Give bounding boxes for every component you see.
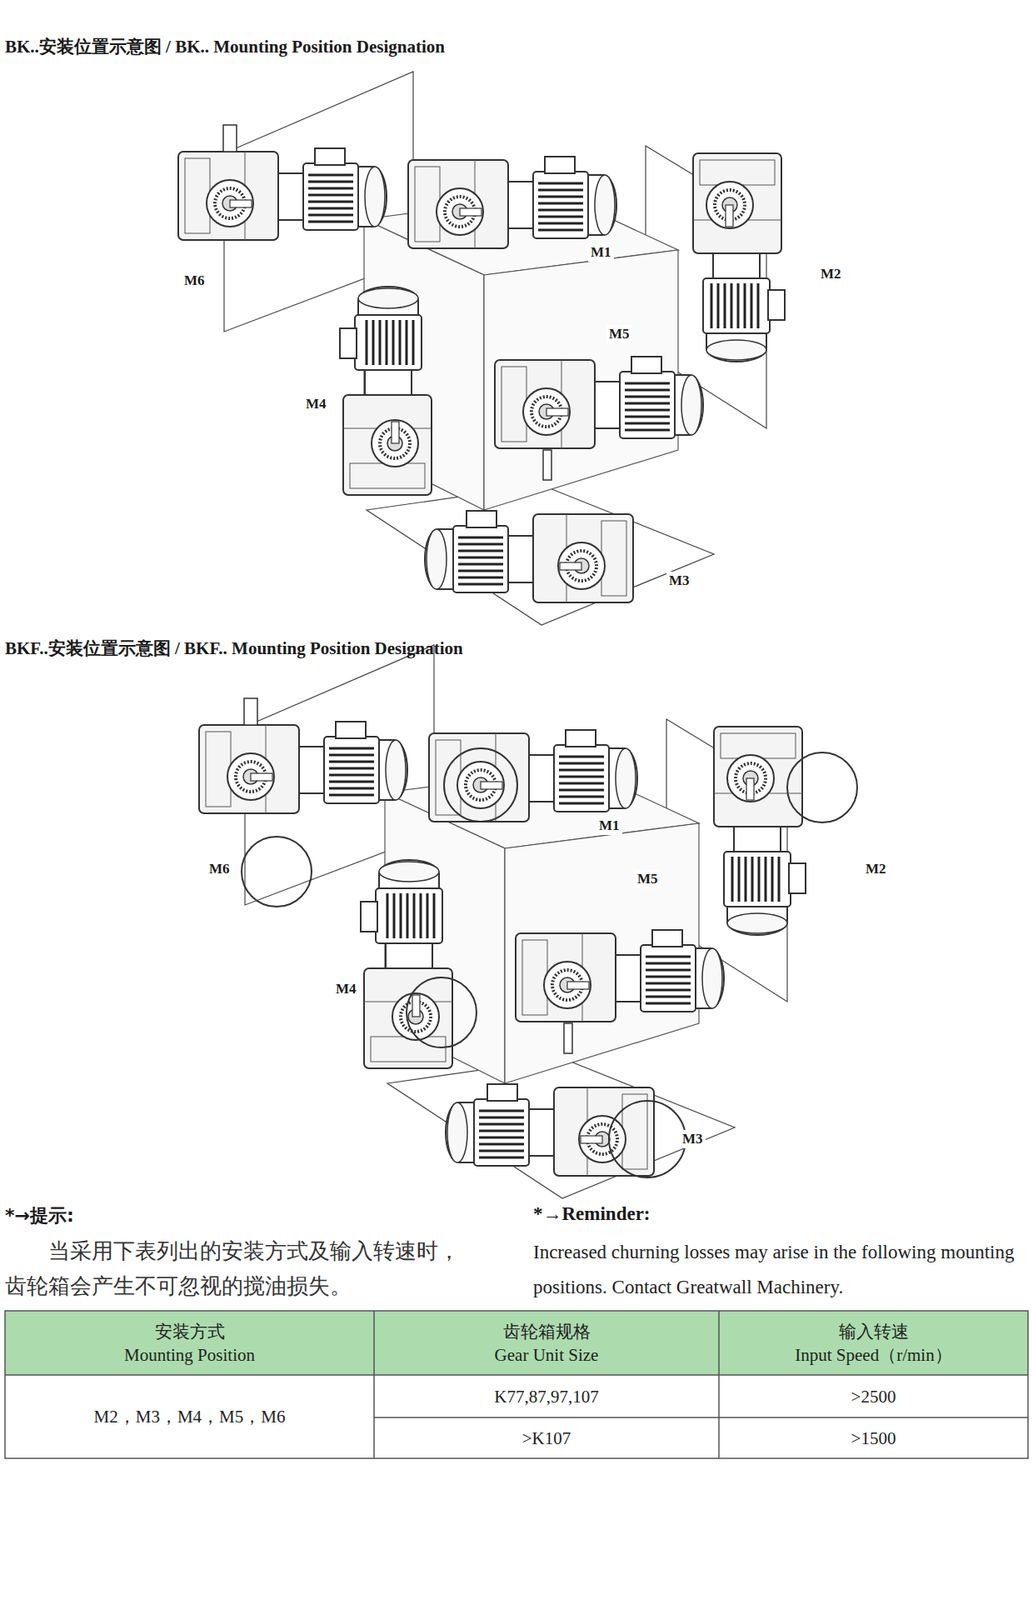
table-cell: 输入转速Input Speed（r/min）: [718, 1310, 1029, 1375]
position-code: M5: [606, 324, 633, 344]
position-code: M3: [666, 571, 693, 590]
note-heading: *→提示:: [4, 1202, 75, 1228]
table-cell: >K107: [374, 1417, 719, 1458]
table-grid: [4, 1310, 1029, 1458]
table-text: 齿轮箱规格: [503, 1319, 591, 1343]
note-heading: *→Reminder:: [533, 1202, 651, 1225]
flanges: [241, 748, 858, 1178]
table-cell: M2，M3，M4，M5，M6: [4, 1374, 375, 1458]
table-text: >2500: [851, 1384, 897, 1408]
section-heading: BKF..安装位置示意图 / BKF.. Mounting Position D…: [4, 636, 464, 660]
table-text: >1500: [851, 1426, 897, 1450]
position-code: M1: [596, 816, 623, 835]
table-text: Gear Unit Size: [494, 1342, 599, 1367]
section-heading: BK..安装位置示意图 / BK.. Mounting Position Des…: [4, 34, 445, 59]
position-code: M1: [588, 243, 614, 262]
position-code: M6: [206, 859, 233, 879]
position-code: M4: [333, 979, 360, 999]
position-code: M2: [818, 264, 844, 284]
table-text: 输入转速: [838, 1319, 909, 1343]
note-text: 当采用下表列出的安装方式及输入转速时，齿轮箱会产生不可忽视的搅油损失。: [4, 1232, 471, 1303]
table-text: M2，M3，M4，M5，M6: [94, 1404, 286, 1428]
position-code: M3: [679, 1129, 706, 1148]
table-text: >K107: [522, 1426, 572, 1450]
position-code: M5: [634, 869, 661, 889]
table-text: K77,87,97,107: [494, 1384, 599, 1408]
table-cell: 齿轮箱规格Gear Unit Size: [374, 1310, 719, 1375]
note-text: Increased churning losses may arise in t…: [533, 1234, 1029, 1305]
table-cell: K77,87,97,107: [374, 1374, 719, 1418]
position-code: M6: [181, 271, 208, 290]
table-cell: >2500: [718, 1374, 1029, 1418]
table-text: 安装方式: [154, 1319, 225, 1343]
position-code: M2: [863, 859, 889, 879]
bkf-positions-figure: [199, 644, 806, 1198]
table-text: Mounting Position: [124, 1342, 255, 1367]
position-code: M4: [303, 394, 330, 414]
bk-positions-figure: [178, 71, 785, 625]
table-cell: >1500: [718, 1417, 1029, 1458]
table-text: Input Speed（r/min）: [794, 1342, 952, 1367]
table-cell: 安装方式Mounting Position: [4, 1310, 375, 1375]
